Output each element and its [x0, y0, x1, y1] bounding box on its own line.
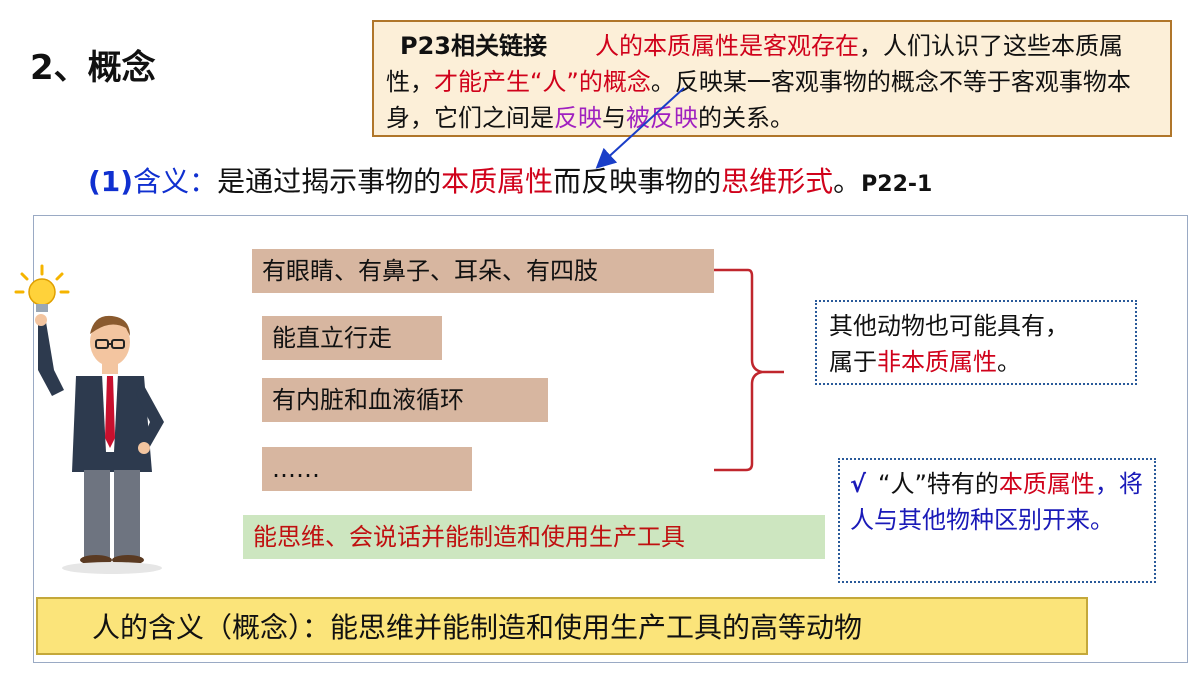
definition-page-ref: P22-1 [861, 172, 933, 197]
note-text-blue: ，将人与其他物种区别开来。 [850, 470, 1143, 534]
definition-text: 。 [833, 165, 862, 198]
link-highlight-reflect: 反映 [554, 104, 602, 132]
essential-note: √ “人”特有的本质属性，将人与其他物种区别开来。 [838, 458, 1156, 583]
note-text: 其他动物也可能具有， [829, 312, 1069, 340]
attribute-item: 有眼睛、有鼻子、耳朵、有四肢 [252, 249, 714, 293]
link-text: 与 [602, 104, 626, 132]
link-highlight-concept: 才能产生“人”的概念 [434, 68, 651, 96]
link-highlight-objective: 人的本质属性是客观存在 [595, 32, 859, 60]
brace-icon [714, 268, 784, 472]
nonessential-note: 其他动物也可能具有， 属于非本质属性。 [815, 300, 1137, 385]
definition-highlight: 思维形式 [721, 165, 834, 198]
definition-highlight: 本质属性 [441, 165, 554, 198]
link-text: 。反映某一客观事物的概念不等于客观事物本身，它们之间是 [386, 68, 1131, 132]
definition-line: (1)含义：是通过揭示事物的本质属性而反映事物的思维形式。P22-1 [88, 160, 932, 200]
attribute-item: 有内脏和血液循环 [262, 378, 548, 422]
businessman-illustration [14, 264, 164, 574]
attribute-item: …… [262, 447, 472, 491]
arrow-icon [595, 87, 685, 169]
definition-number: (1) [88, 165, 134, 198]
note-highlight: 本质属性 [998, 470, 1095, 498]
definition-label: 含义： [133, 165, 218, 198]
note-highlight: 非本质属性 [877, 348, 997, 376]
link-text: ，人们认识了这些本质属性， [386, 32, 1123, 96]
lightbulb-icon [14, 264, 70, 312]
link-text: 的关系。 [698, 104, 794, 132]
related-link-box: P23相关链接 人的本质属性是客观存在，人们认识了这些本质属性，才能产生“人”的概… [372, 20, 1172, 137]
conclusion-bar: 人的含义（概念）：能思维并能制造和使用生产工具的高等动物 [36, 597, 1088, 655]
content-frame [33, 215, 1188, 663]
check-icon: √ [850, 470, 867, 498]
page-reference: P23相关链接 [400, 32, 547, 60]
essential-attribute: 能思维、会说话并能制造和使用生产工具 [243, 515, 825, 559]
note-text: 。 [997, 348, 1021, 376]
definition-text: 而反映事物的 [553, 165, 722, 198]
note-text: “人”特有的 [878, 470, 999, 498]
attribute-item: 能直立行走 [262, 316, 442, 360]
slide-title: 2、概念 [30, 48, 156, 88]
definition-text: 是通过揭示事物的 [217, 165, 442, 198]
note-text: 属于 [829, 348, 877, 376]
